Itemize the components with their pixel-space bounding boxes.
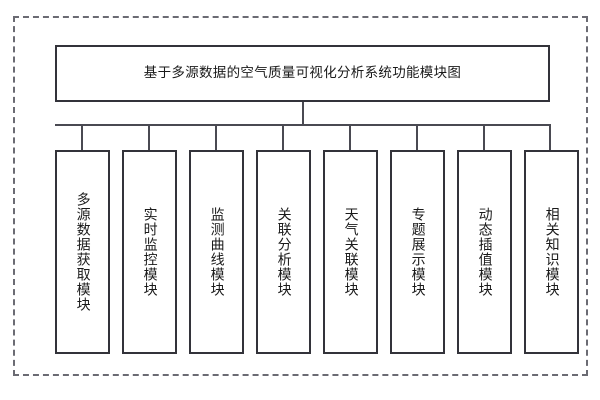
module-label-6: 专题展示模块 — [409, 207, 426, 297]
module-label-8: 相关知识模块 — [543, 207, 560, 297]
module-label-2: 实时监控模块 — [141, 207, 158, 297]
module-node-8[interactable]: 相关知识模块 — [524, 150, 579, 354]
module-node-5[interactable]: 天气关联模块 — [323, 150, 378, 354]
connector-root-stem — [302, 102, 304, 125]
connector-drop-5 — [349, 124, 351, 151]
module-label-1: 多源数据获取模块 — [74, 192, 91, 312]
module-node-4[interactable]: 关联分析模块 — [256, 150, 311, 354]
module-label-4: 关联分析模块 — [275, 207, 292, 297]
connector-drop-6 — [416, 124, 418, 151]
connector-drop-2 — [148, 124, 150, 151]
module-label-5: 天气关联模块 — [342, 207, 359, 297]
connector-horizontal-bus — [55, 124, 550, 126]
root-node-label: 基于多源数据的空气质量可视化分析系统功能模块图 — [143, 65, 462, 82]
connector-drop-7 — [483, 124, 485, 151]
module-node-6[interactable]: 专题展示模块 — [390, 150, 445, 354]
connector-drop-1 — [81, 124, 83, 151]
module-node-1[interactable]: 多源数据获取模块 — [55, 150, 110, 354]
diagram-outer-frame — [13, 16, 588, 376]
connector-drop-8 — [549, 124, 551, 151]
module-label-7: 动态插值模块 — [476, 207, 493, 297]
root-node-system-title[interactable]: 基于多源数据的空气质量可视化分析系统功能模块图 — [55, 45, 550, 102]
connector-drop-4 — [282, 124, 284, 151]
module-node-7[interactable]: 动态插值模块 — [457, 150, 512, 354]
module-label-3: 监测曲线模块 — [208, 207, 225, 297]
module-node-3[interactable]: 监测曲线模块 — [189, 150, 244, 354]
module-node-2[interactable]: 实时监控模块 — [122, 150, 177, 354]
connector-drop-3 — [215, 124, 217, 151]
